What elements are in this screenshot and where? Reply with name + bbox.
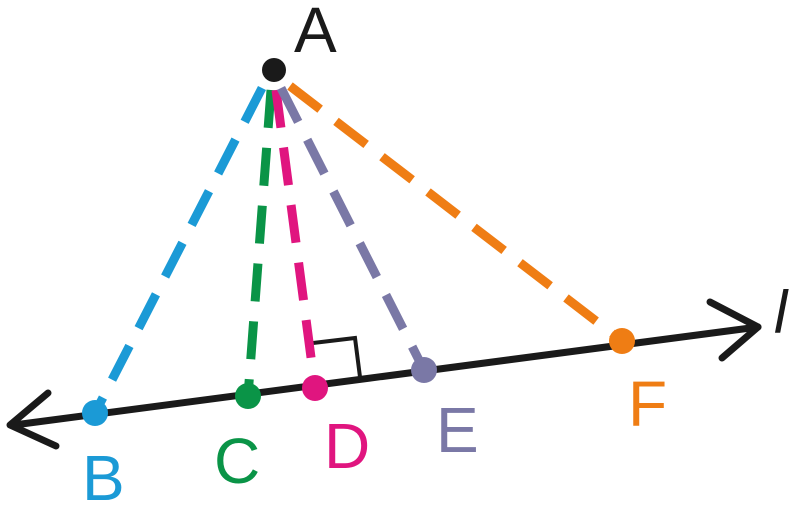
point-a-label: A [294,0,337,66]
point-a-dot [262,58,286,82]
point-f-label: F [628,368,667,440]
point-c-label: C [214,425,260,497]
line-l-label: l [774,279,789,346]
line-l-right-arrow [706,298,762,362]
point-d-dot [302,375,328,401]
point-f-dot [609,328,635,354]
point-e-dot [411,357,437,383]
point-b-label: B [82,442,125,505]
line-l-left-arrow [6,389,60,450]
segment-ac [243,89,276,397]
point-d-label: D [324,410,370,482]
segment-af [287,82,625,345]
segment-ad [271,89,320,389]
right-angle-marker [312,335,362,378]
point-c-dot [235,383,261,409]
segment-ae [276,85,429,373]
segment-ab [90,85,267,416]
segments-from-a [90,82,625,416]
point-b-dot [82,400,108,426]
point-e-label: E [436,394,479,466]
